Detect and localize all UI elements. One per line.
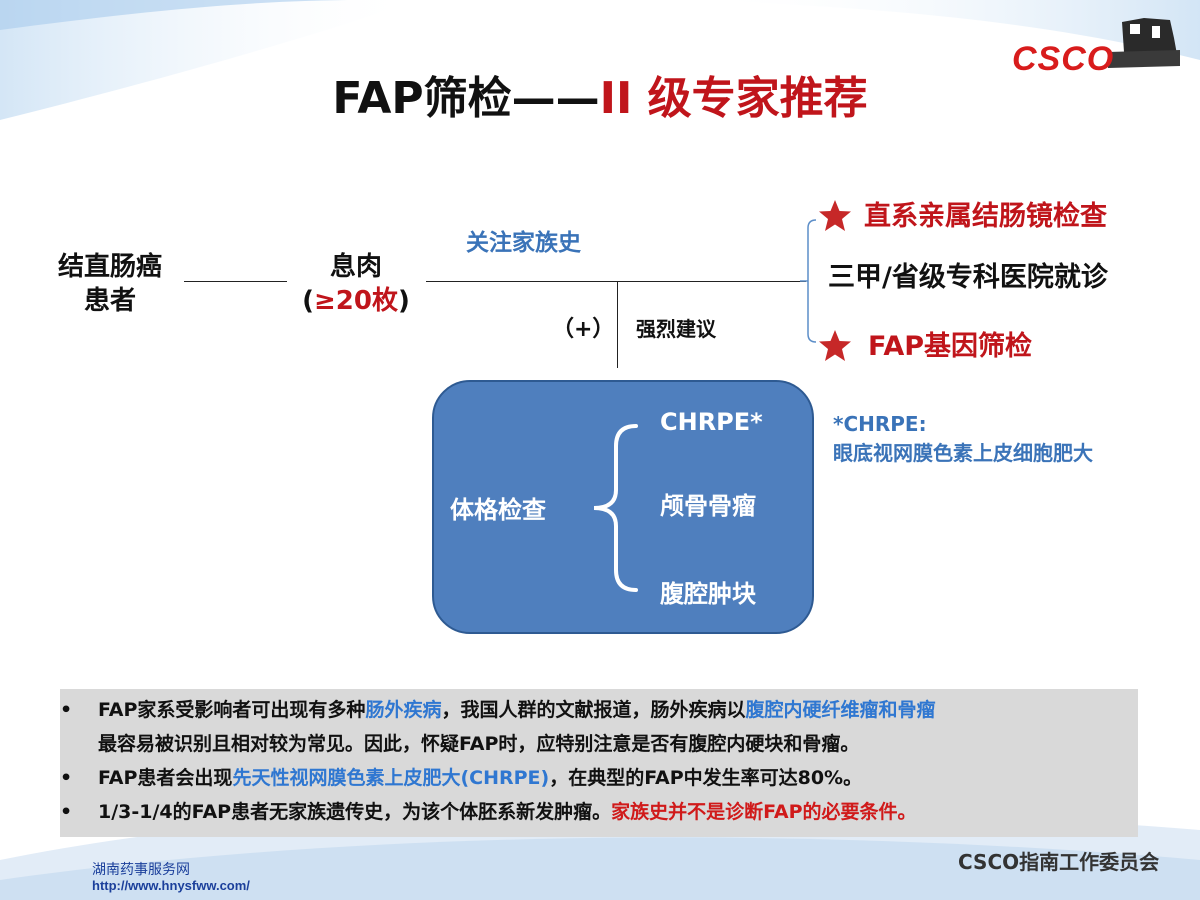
- physical-exam-box: [432, 380, 814, 634]
- exam-item-chrpe: CHRPE*: [660, 408, 763, 436]
- footer-source: 湖南药事服务网 http://www.hnysfww.com/: [92, 862, 250, 894]
- note-text: FAP患者会出现: [98, 767, 233, 789]
- site-name: 湖南药事服务网: [92, 862, 190, 878]
- note-highlight: 先天性视网膜色素上皮肥大(CHRPE): [232, 767, 550, 789]
- polyp-count-value: ≥20枚: [314, 286, 398, 316]
- note-text: 1/3-1/4的FAP患者无家族遗传史，为该个体胚系新发肿瘤。: [98, 801, 612, 823]
- chrpe-footnote: *CHRPE: 眼底视网膜色素上皮细胞肥大: [833, 410, 1093, 468]
- csco-logo: CSCO: [1012, 16, 1182, 80]
- note-text: 最容易被识别且相对较为常见。因此，怀疑FAP时，应特别注意是否有腹腔内硬块和骨瘤…: [98, 733, 860, 755]
- polyp-count-open: (: [302, 286, 315, 316]
- note-text: ，我国人群的文献报道，肠外疾病以: [441, 699, 746, 721]
- title-red: II 级专家推荐: [599, 73, 868, 124]
- note-item-3: • 1/3-1/4的FAP患者无家族遗传史，为该个体胚系新发肿瘤。家族史并不是诊…: [60, 795, 1140, 829]
- positive-label: （+）: [552, 317, 615, 342]
- notes-panel: [60, 689, 1138, 837]
- star-icon: [819, 330, 851, 361]
- connector-positive-vertical: [617, 282, 618, 368]
- recommendation-hospital: 三甲/省级专科医院就诊: [828, 262, 1108, 293]
- note-text: FAP家系受影响者可出现有多种: [98, 699, 366, 721]
- polyp-label: 息肉 (≥20枚): [288, 250, 424, 318]
- bullet: •: [60, 767, 73, 789]
- physical-exam-label: 体格检查: [450, 496, 546, 524]
- recommendation-colonoscopy: 直系亲属结肠镜检查: [864, 201, 1107, 232]
- connector-polyp-main: [426, 281, 806, 282]
- footnote-line-2: 眼底视网膜色素上皮细胞肥大: [833, 441, 1093, 465]
- strong-suggest-label: 强烈建议: [636, 317, 716, 341]
- exam-item-abdominal-mass: 腹腔肿块: [660, 580, 756, 608]
- patient-line-1: 结直肠癌: [57, 252, 162, 282]
- recommendation-gene-screening: FAP基因筛检: [868, 331, 1033, 362]
- polyp-count: (≥20枚): [288, 284, 424, 318]
- exam-item-osteoma: 颅骨骨瘤: [660, 492, 756, 520]
- note-text: ，在典型的FAP中发生率可达80%。: [549, 767, 863, 789]
- bullet: •: [60, 801, 73, 823]
- star-icon: [819, 200, 851, 231]
- logo-text: CSCO: [1012, 40, 1115, 78]
- footnote-line-1: *CHRPE:: [833, 412, 927, 436]
- committee-label: CSCO指南工作委员会: [958, 850, 1160, 874]
- patient-line-2: 患者: [83, 286, 136, 316]
- page-title: FAP筛检——II 级专家推荐: [0, 62, 1200, 126]
- patient-label: 结直肠癌 患者: [48, 250, 172, 318]
- polyp-text: 息肉: [329, 252, 382, 282]
- family-history-label: 关注家族史: [466, 230, 581, 256]
- notes-list: • FAP家系受影响者可出现有多种肠外疾病，我国人群的文献报道，肠外疾病以腹腔内…: [60, 693, 1140, 829]
- site-url-link[interactable]: http://www.hnysfww.com/: [92, 878, 250, 893]
- note-item-2: • FAP患者会出现先天性视网膜色素上皮肥大(CHRPE)，在典型的FAP中发生…: [60, 761, 1140, 795]
- note-item-1: • FAP家系受影响者可出现有多种肠外疾病，我国人群的文献报道，肠外疾病以腹腔内…: [60, 693, 1140, 761]
- note-highlight: 肠外疾病: [365, 699, 442, 721]
- note-highlight: 家族史并不是诊断FAP的必要条件。: [611, 801, 917, 823]
- bullet: •: [60, 699, 73, 721]
- polyp-count-close: ): [397, 286, 410, 316]
- exam-brace: [593, 424, 638, 592]
- title-main: FAP筛检——: [332, 73, 600, 124]
- connector-patient-polyp: [184, 281, 287, 282]
- great-wall-icon: [1108, 18, 1180, 68]
- note-highlight: 腹腔内硬纤维瘤和骨瘤: [745, 699, 936, 721]
- recommendation-bracket: [800, 219, 817, 343]
